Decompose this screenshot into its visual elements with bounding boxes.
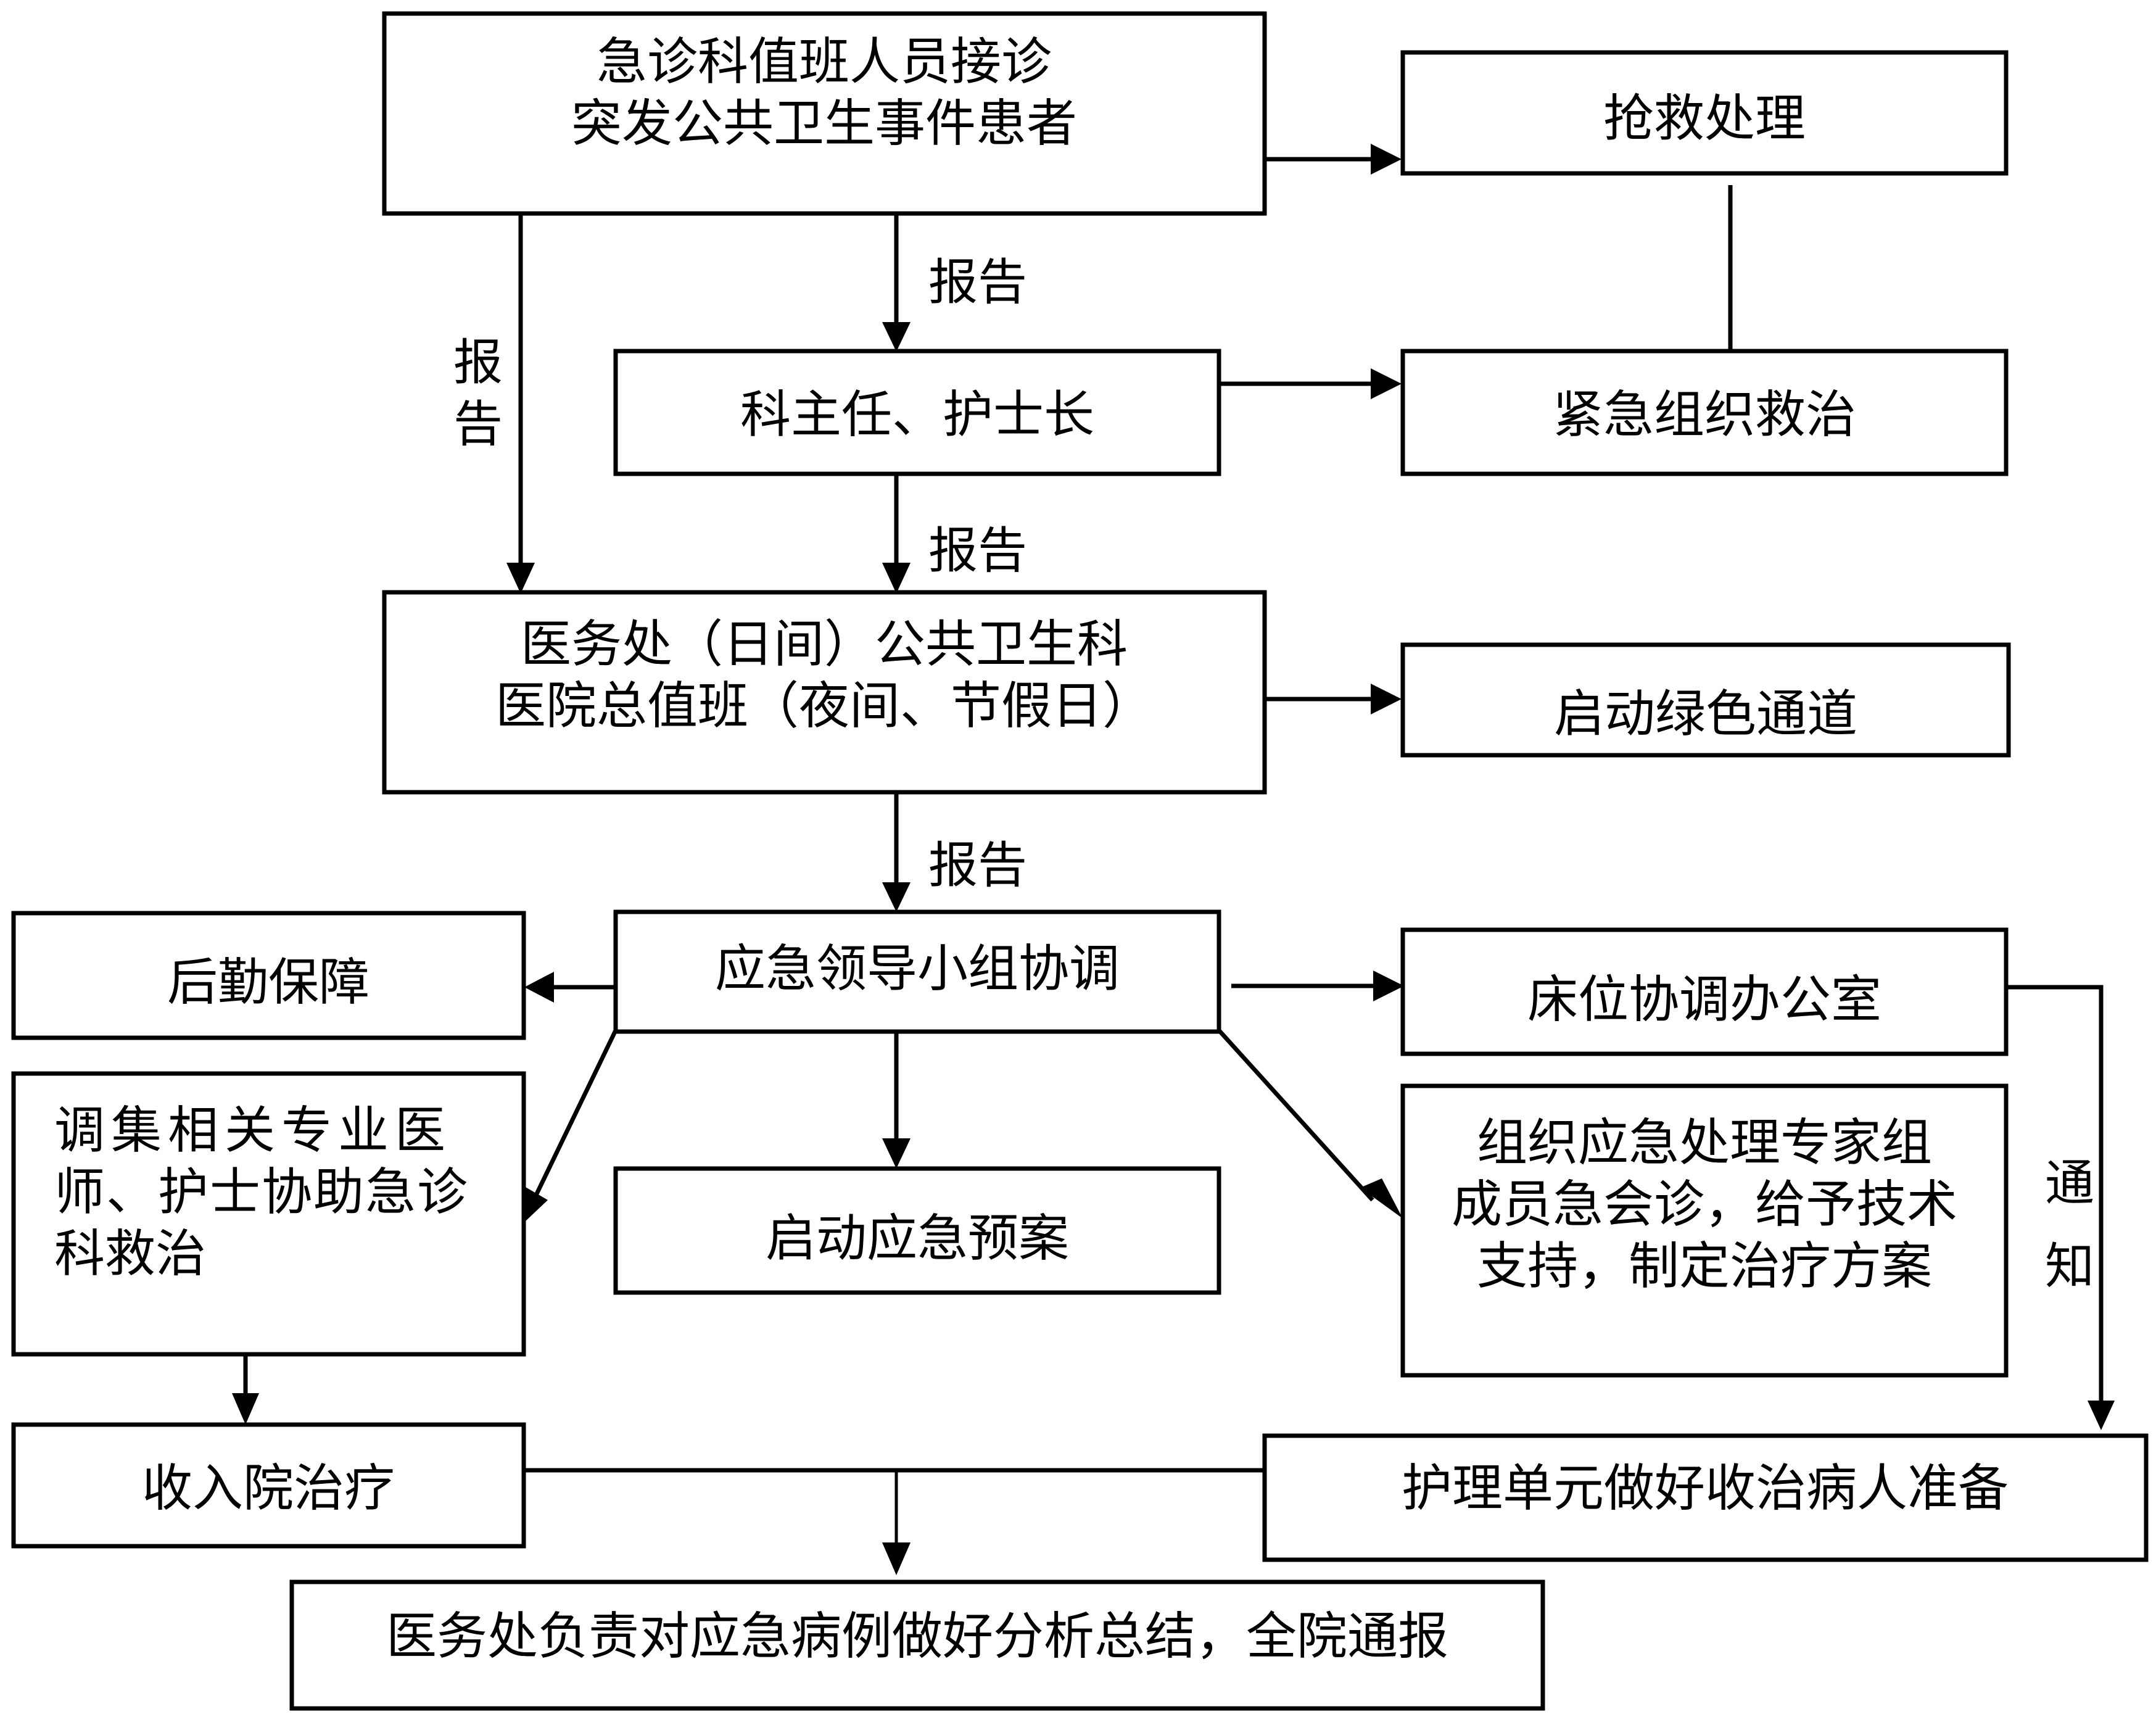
edge-label-report-left-1: 报	[453, 334, 503, 391]
node-admission-box	[11, 1422, 526, 1549]
node-dispatch: 调集相关专业医 师、护士协助急诊 科救治	[11, 1071, 526, 1357]
arrowhead-leadership-to-emergency-plan	[882, 1138, 911, 1169]
edge-leadership-to-experts	[1217, 1029, 1374, 1202]
node-bed-office-box	[1400, 927, 2009, 1056]
node-summary-box	[289, 1579, 1545, 1711]
arrowhead-er-to-medical-office	[506, 563, 535, 594]
node-experts-line-1: 组织应急处理专家组	[1477, 1114, 1932, 1172]
node-dispatch-box	[11, 1071, 526, 1357]
edge-leadership-to-dispatch	[534, 1029, 618, 1195]
node-experts-line-3: 支持，制定治疗方案	[1477, 1237, 1932, 1296]
node-dispatch-line-1: 调集相关专业医	[54, 1101, 452, 1160]
node-er-staff: 急诊科值班人员接诊 突发公共卫生事件患者	[382, 11, 1267, 216]
node-logistics: 后勤保障	[11, 911, 526, 1040]
node-er-staff-box	[382, 11, 1267, 216]
node-director-box	[613, 349, 1221, 476]
arrowhead-er-to-rescue	[1371, 144, 1402, 175]
node-green-channel: 启动绿色通道	[1400, 642, 2011, 758]
arrowhead-dispatch-to-admission	[232, 1393, 259, 1425]
node-green-channel-label: 启动绿色通道	[1554, 685, 1857, 743]
node-rescue-box	[1400, 50, 2009, 176]
node-leadership-label: 应急领导小组协调	[715, 940, 1120, 998]
node-rescue-label: 抢救处理	[1603, 89, 1806, 148]
arrowhead-director-to-urgent-org	[1371, 368, 1402, 399]
node-director-label: 科主任、护士长	[740, 386, 1094, 444]
edge-label-notify-1: 通	[2045, 1154, 2094, 1212]
arrowhead-medical-office-to-green-channel	[1371, 684, 1402, 714]
node-urgent-org-box	[1400, 349, 2009, 476]
node-bed-office-label: 床位协调办公室	[1527, 971, 1881, 1029]
node-medical-office-line-1: 医务处（日间）公共卫生科	[521, 615, 1128, 674]
edge-label-report-left-2: 告	[453, 395, 503, 453]
node-medical-office-line-2: 医院总值班（夜间、节假日）	[495, 677, 1153, 735]
node-admission-label: 收入院治疗	[142, 1459, 395, 1518]
node-urgent-org-label: 紧急组织救治	[1553, 386, 1856, 444]
node-experts: 组织应急处理专家组 成员急会诊，给予技术 支持，制定治疗方案	[1400, 1083, 2009, 1378]
edge-label-notify-2: 知	[2045, 1238, 2094, 1295]
node-admission: 收入院治疗	[11, 1422, 526, 1549]
node-nursing-unit-box	[1262, 1433, 2149, 1562]
arrowhead-er-to-director	[882, 322, 911, 352]
node-medical-office-box	[382, 590, 1267, 795]
arrowhead-leadership-to-logistics	[524, 972, 554, 1003]
node-emergency-plan-box	[613, 1166, 1221, 1295]
node-emergency-plan: 启动应急预案	[613, 1166, 1221, 1295]
arrowhead-leadership-to-bed-office	[1373, 971, 1404, 1001]
node-leadership-box	[613, 909, 1221, 1034]
node-nursing-unit-label: 护理单元做好收治病人准备	[1402, 1459, 2009, 1518]
node-bed-office: 床位协调办公室	[1400, 927, 2009, 1056]
node-er-staff-line-1: 急诊科值班人员接诊	[597, 33, 1052, 91]
node-rescue: 抢救处理	[1400, 50, 2009, 176]
node-logistics-label: 后勤保障	[167, 953, 370, 1012]
node-nursing-unit: 护理单元做好收治病人准备	[1262, 1433, 2149, 1562]
arrowhead-leadership-to-dispatch	[521, 1185, 548, 1222]
node-er-staff-line-2: 突发公共卫生事件患者	[571, 94, 1077, 153]
node-summary-label: 医务处负责对应急病例做好分析总结，全院通报	[386, 1607, 1448, 1666]
node-emergency-plan-label: 启动应急预案	[766, 1209, 1069, 1268]
node-experts-box	[1400, 1083, 2009, 1378]
arrowhead-medical-office-to-leadership	[882, 882, 911, 912]
arrowhead-leadership-to-experts	[1360, 1178, 1403, 1219]
node-dispatch-line-3: 科救治	[54, 1225, 206, 1283]
edge-label-report-2: 报告	[928, 522, 1027, 579]
node-director: 科主任、护士长	[613, 349, 1221, 476]
node-urgent-org: 紧急组织救治	[1400, 349, 2009, 476]
node-dispatch-line-2: 师、护士协助急诊	[54, 1163, 469, 1222]
node-experts-line-2: 成员急会诊，给予技术	[1452, 1175, 1957, 1234]
edge-label-report-3: 报告	[928, 837, 1027, 894]
node-medical-office: 医务处（日间）公共卫生科 医院总值班（夜间、节假日）	[382, 590, 1267, 795]
arrowhead-merge-to-summary	[882, 1542, 911, 1575]
node-summary: 医务处负责对应急病例做好分析总结，全院通报	[289, 1579, 1545, 1711]
edge-bed-office-to-nursing-unit	[2006, 985, 2104, 1404]
node-leadership: 应急领导小组协调	[613, 909, 1221, 1034]
arrowhead-bed-office-to-nursing-unit	[2088, 1401, 2115, 1430]
node-green-channel-box	[1400, 642, 2011, 758]
arrowhead-director-to-medical-office	[882, 563, 911, 594]
edge-label-report-1: 报告	[928, 254, 1027, 311]
node-logistics-box	[11, 911, 526, 1040]
